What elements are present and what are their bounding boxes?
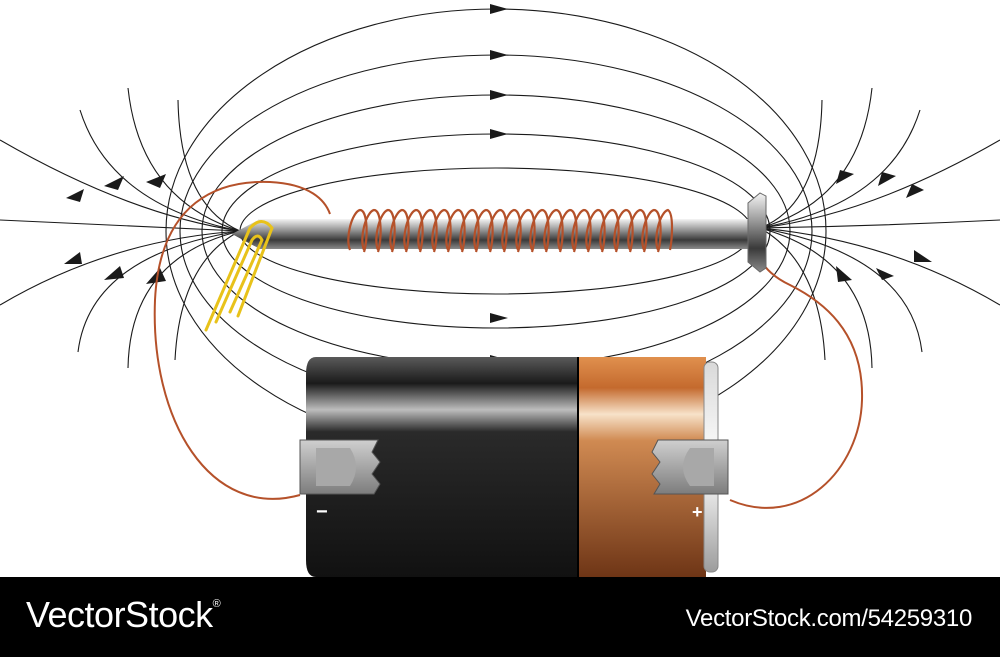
negative-tape-shadow <box>316 448 356 486</box>
arrow-head <box>104 266 124 280</box>
coil-turn <box>473 208 494 253</box>
arrow-head <box>836 266 852 282</box>
coil-turn <box>613 208 634 253</box>
watermark-footer: VectorStock® VectorStock.com/54259310 <box>0 577 1000 657</box>
coil-turn <box>431 208 452 253</box>
arrow-head <box>836 170 854 184</box>
negative-lead-wire <box>153 180 331 500</box>
arrow-head <box>146 174 166 188</box>
coil-turn <box>403 208 424 253</box>
field-line <box>174 230 241 361</box>
paperclip <box>204 220 274 332</box>
positive-terminal-label: + <box>692 502 703 522</box>
right-pole-field-lines <box>759 87 1000 369</box>
left-pole-arrows <box>64 174 166 284</box>
field-line <box>0 139 241 232</box>
coil-turn <box>543 208 564 253</box>
coil-turn <box>445 208 466 253</box>
coil-turn <box>347 208 368 253</box>
copper-coil <box>347 208 674 253</box>
paperclip-outer <box>204 220 274 332</box>
field-line <box>759 139 1000 229</box>
arrow-head <box>914 250 932 262</box>
paperclip-inner <box>214 234 264 324</box>
field-line <box>127 230 241 369</box>
field-line <box>759 227 1000 306</box>
coil-turn <box>501 208 522 253</box>
field-line <box>0 219 241 232</box>
battery-negative-body <box>306 357 578 577</box>
nail <box>232 192 767 273</box>
coil-turn <box>641 208 662 253</box>
arrow-head <box>66 189 84 202</box>
registered-mark: ® <box>212 598 221 610</box>
coil-turn <box>557 208 578 253</box>
arrow-head <box>906 184 924 198</box>
coil-turn <box>627 208 648 253</box>
arrow-head <box>64 252 82 264</box>
negative-terminal-label: − <box>316 501 328 523</box>
lead-wires <box>153 180 864 509</box>
arrow-head <box>490 90 508 100</box>
brand-logo: VectorStock® <box>26 594 221 636</box>
nail-head <box>747 192 767 273</box>
arrow-head <box>876 268 894 280</box>
coil-turn <box>389 208 410 253</box>
field-line <box>79 109 241 232</box>
field-line <box>759 219 1000 229</box>
field-line <box>759 227 923 353</box>
arrow-head <box>146 268 166 284</box>
brand-name: VectorStock <box>26 594 213 635</box>
field-line <box>177 99 241 232</box>
coil-turn <box>585 208 606 253</box>
coil-turn <box>529 208 550 253</box>
arrow-head <box>490 313 508 323</box>
arrow-head <box>878 172 896 186</box>
battery: − + <box>299 357 729 577</box>
arrow-head <box>490 4 508 14</box>
coil-turn <box>599 208 620 253</box>
electromagnet-diagram: − + <box>0 4 1000 577</box>
arrow-head <box>490 129 508 139</box>
field-line <box>0 230 241 306</box>
coil-turn <box>459 208 480 253</box>
coil-turn <box>417 208 438 253</box>
right-pole-arrows <box>836 170 932 282</box>
coil-turn <box>571 208 592 253</box>
left-pole-field-lines <box>0 87 241 369</box>
field-line <box>77 230 241 353</box>
coil-turn <box>375 208 396 253</box>
stock-id: VectorStock.com/54259310 <box>685 605 973 632</box>
field-line <box>759 87 873 229</box>
coil-turn <box>655 208 674 251</box>
field-line <box>759 227 826 361</box>
arrow-head <box>104 176 124 190</box>
positive-lead-wire <box>729 257 864 509</box>
arrow-head <box>490 50 508 60</box>
coil-turn <box>515 208 536 253</box>
coil-turn <box>361 208 382 253</box>
coil-turn <box>487 208 508 253</box>
field-line <box>759 109 921 229</box>
positive-tape-shadow <box>683 448 714 486</box>
field-line <box>759 99 823 229</box>
